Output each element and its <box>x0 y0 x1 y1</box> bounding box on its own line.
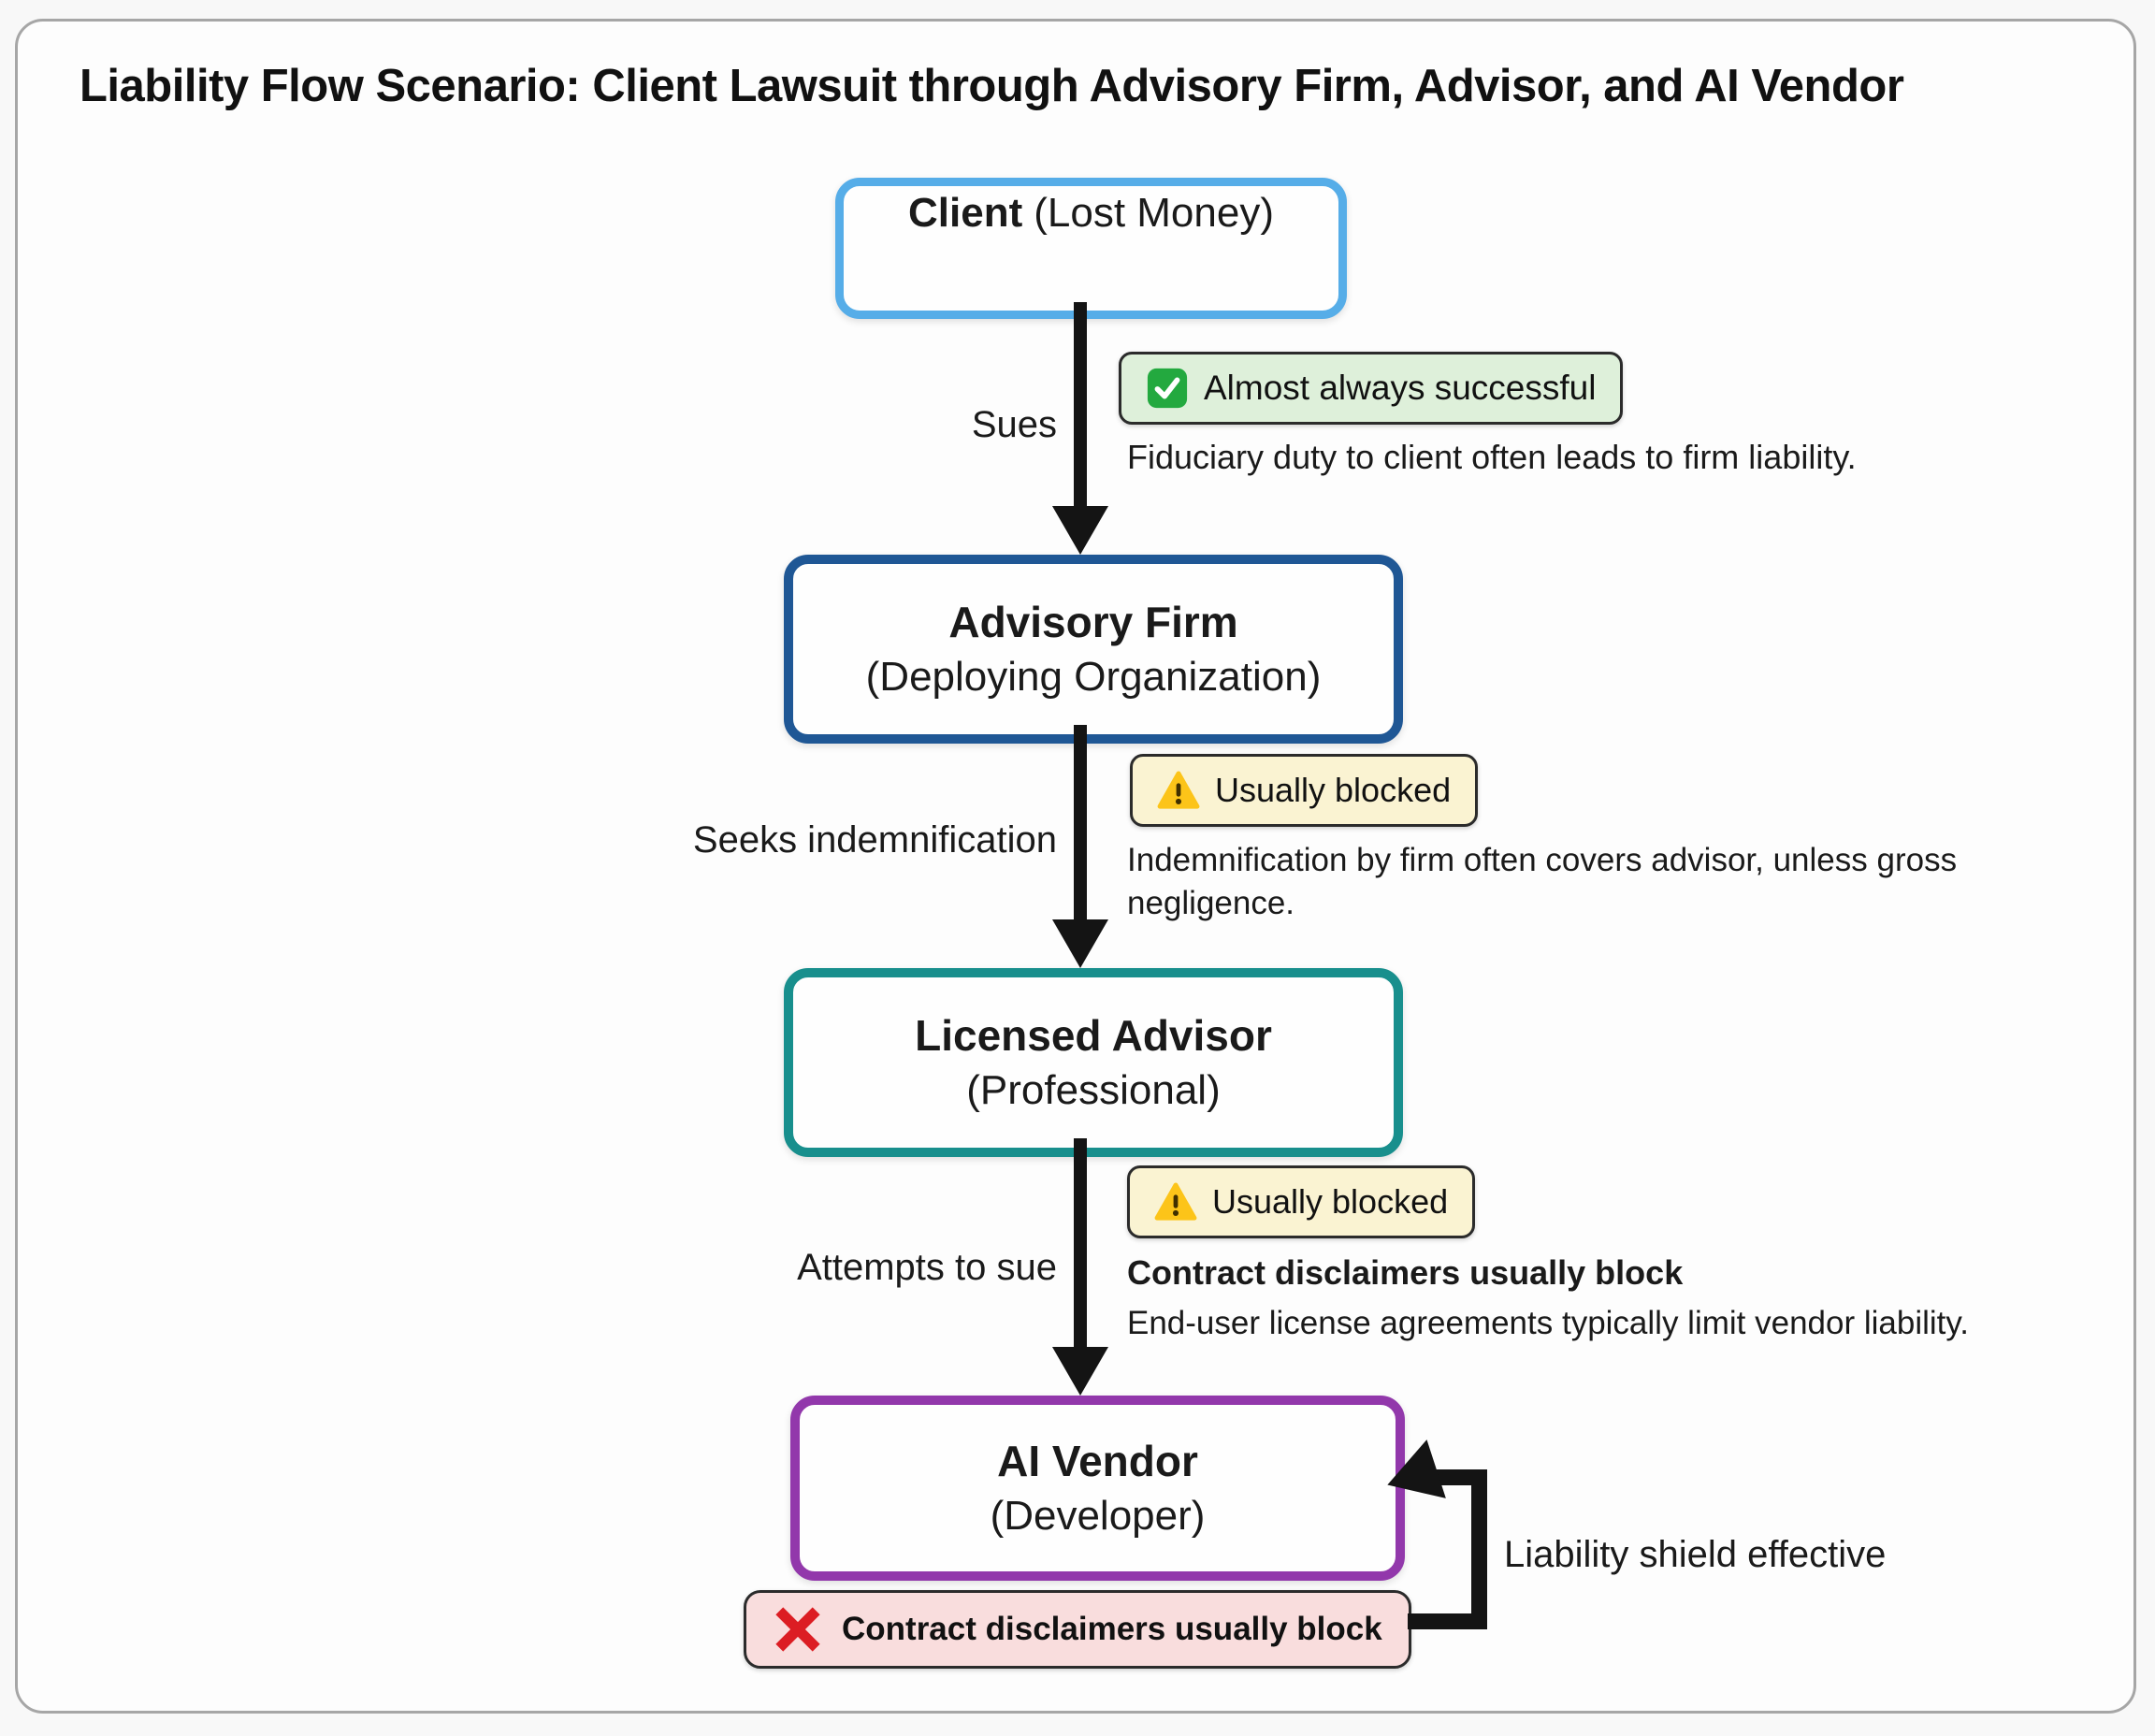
edge-label-attempts-to-sue: Attempts to sue <box>797 1247 1057 1288</box>
note-fiduciary-duty: Fiduciary duty to client often leads to … <box>1127 438 1857 476</box>
warning-icon <box>1157 771 1200 809</box>
badge-almost-always-successful: Almost always successful <box>1119 352 1624 425</box>
edge-label-seeks-indemnification: Seeks indemnification <box>692 819 1057 861</box>
node-advisory-firm: Advisory Firm (Deploying Organization) <box>784 555 1403 744</box>
badge-usually-blocked-2: Usually blocked <box>1127 1165 1476 1238</box>
node-client-title: Client <box>908 190 1023 236</box>
note-contract-disclaimers-bold: Contract disclaimers usually block <box>1127 1253 1684 1292</box>
arrow-advisor-to-vendor-head <box>1052 1347 1108 1396</box>
badge-usually-blocked-1: Usually blocked <box>1130 754 1479 827</box>
badge-contract-disclaimers-block: Contract disclaimers usually block <box>744 1590 1411 1669</box>
node-licensed-advisor-subtitle: (Professional) <box>966 1067 1221 1114</box>
node-ai-vendor-subtitle: (Developer) <box>990 1493 1206 1540</box>
node-advisory-firm-title: Advisory Firm <box>948 597 1238 646</box>
diagram-title: Liability Flow Scenario: Client Lawsuit … <box>80 61 1904 111</box>
arrow-client-to-firm-head <box>1052 506 1108 555</box>
arrow-advisor-to-vendor-shaft <box>1074 1138 1087 1349</box>
node-ai-vendor-title: AI Vendor <box>997 1436 1198 1485</box>
node-licensed-advisor-title: Licensed Advisor <box>915 1010 1272 1060</box>
arrow-client-to-firm-shaft <box>1074 302 1087 510</box>
node-client-subtitle: (Lost Money) <box>1034 190 1274 236</box>
node-advisory-firm-subtitle: (Deploying Organization) <box>865 654 1322 701</box>
note-eula: End-user license agreements typically li… <box>1127 1305 1970 1341</box>
node-client: Client (Lost Money) <box>835 178 1347 319</box>
badge-almost-always-successful-label: Almost always successful <box>1204 369 1597 407</box>
edge-label-liability-shield: Liability shield effective <box>1504 1534 1887 1575</box>
node-licensed-advisor: Licensed Advisor (Professional) <box>784 968 1403 1157</box>
badge-usually-blocked-1-label: Usually blocked <box>1215 771 1452 809</box>
arrow-shield-bottom-segment <box>1408 1613 1487 1629</box>
check-icon <box>1147 368 1188 409</box>
node-ai-vendor: AI Vendor (Developer) <box>790 1396 1405 1581</box>
cross-icon <box>775 1607 820 1652</box>
arrow-shield-top-segment <box>1436 1469 1487 1485</box>
arrow-firm-to-advisor-head <box>1052 919 1108 968</box>
arrow-shield-vertical-segment <box>1471 1478 1487 1629</box>
badge-contract-disclaimers-block-label: Contract disclaimers usually block <box>842 1611 1382 1647</box>
arrow-firm-to-advisor-shaft <box>1074 725 1087 921</box>
badge-usually-blocked-2-label: Usually blocked <box>1212 1182 1449 1221</box>
note-indemnification: Indemnification by firm often covers adv… <box>1127 842 1958 921</box>
edge-label-sues: Sues <box>971 404 1057 445</box>
warning-icon <box>1154 1182 1197 1221</box>
